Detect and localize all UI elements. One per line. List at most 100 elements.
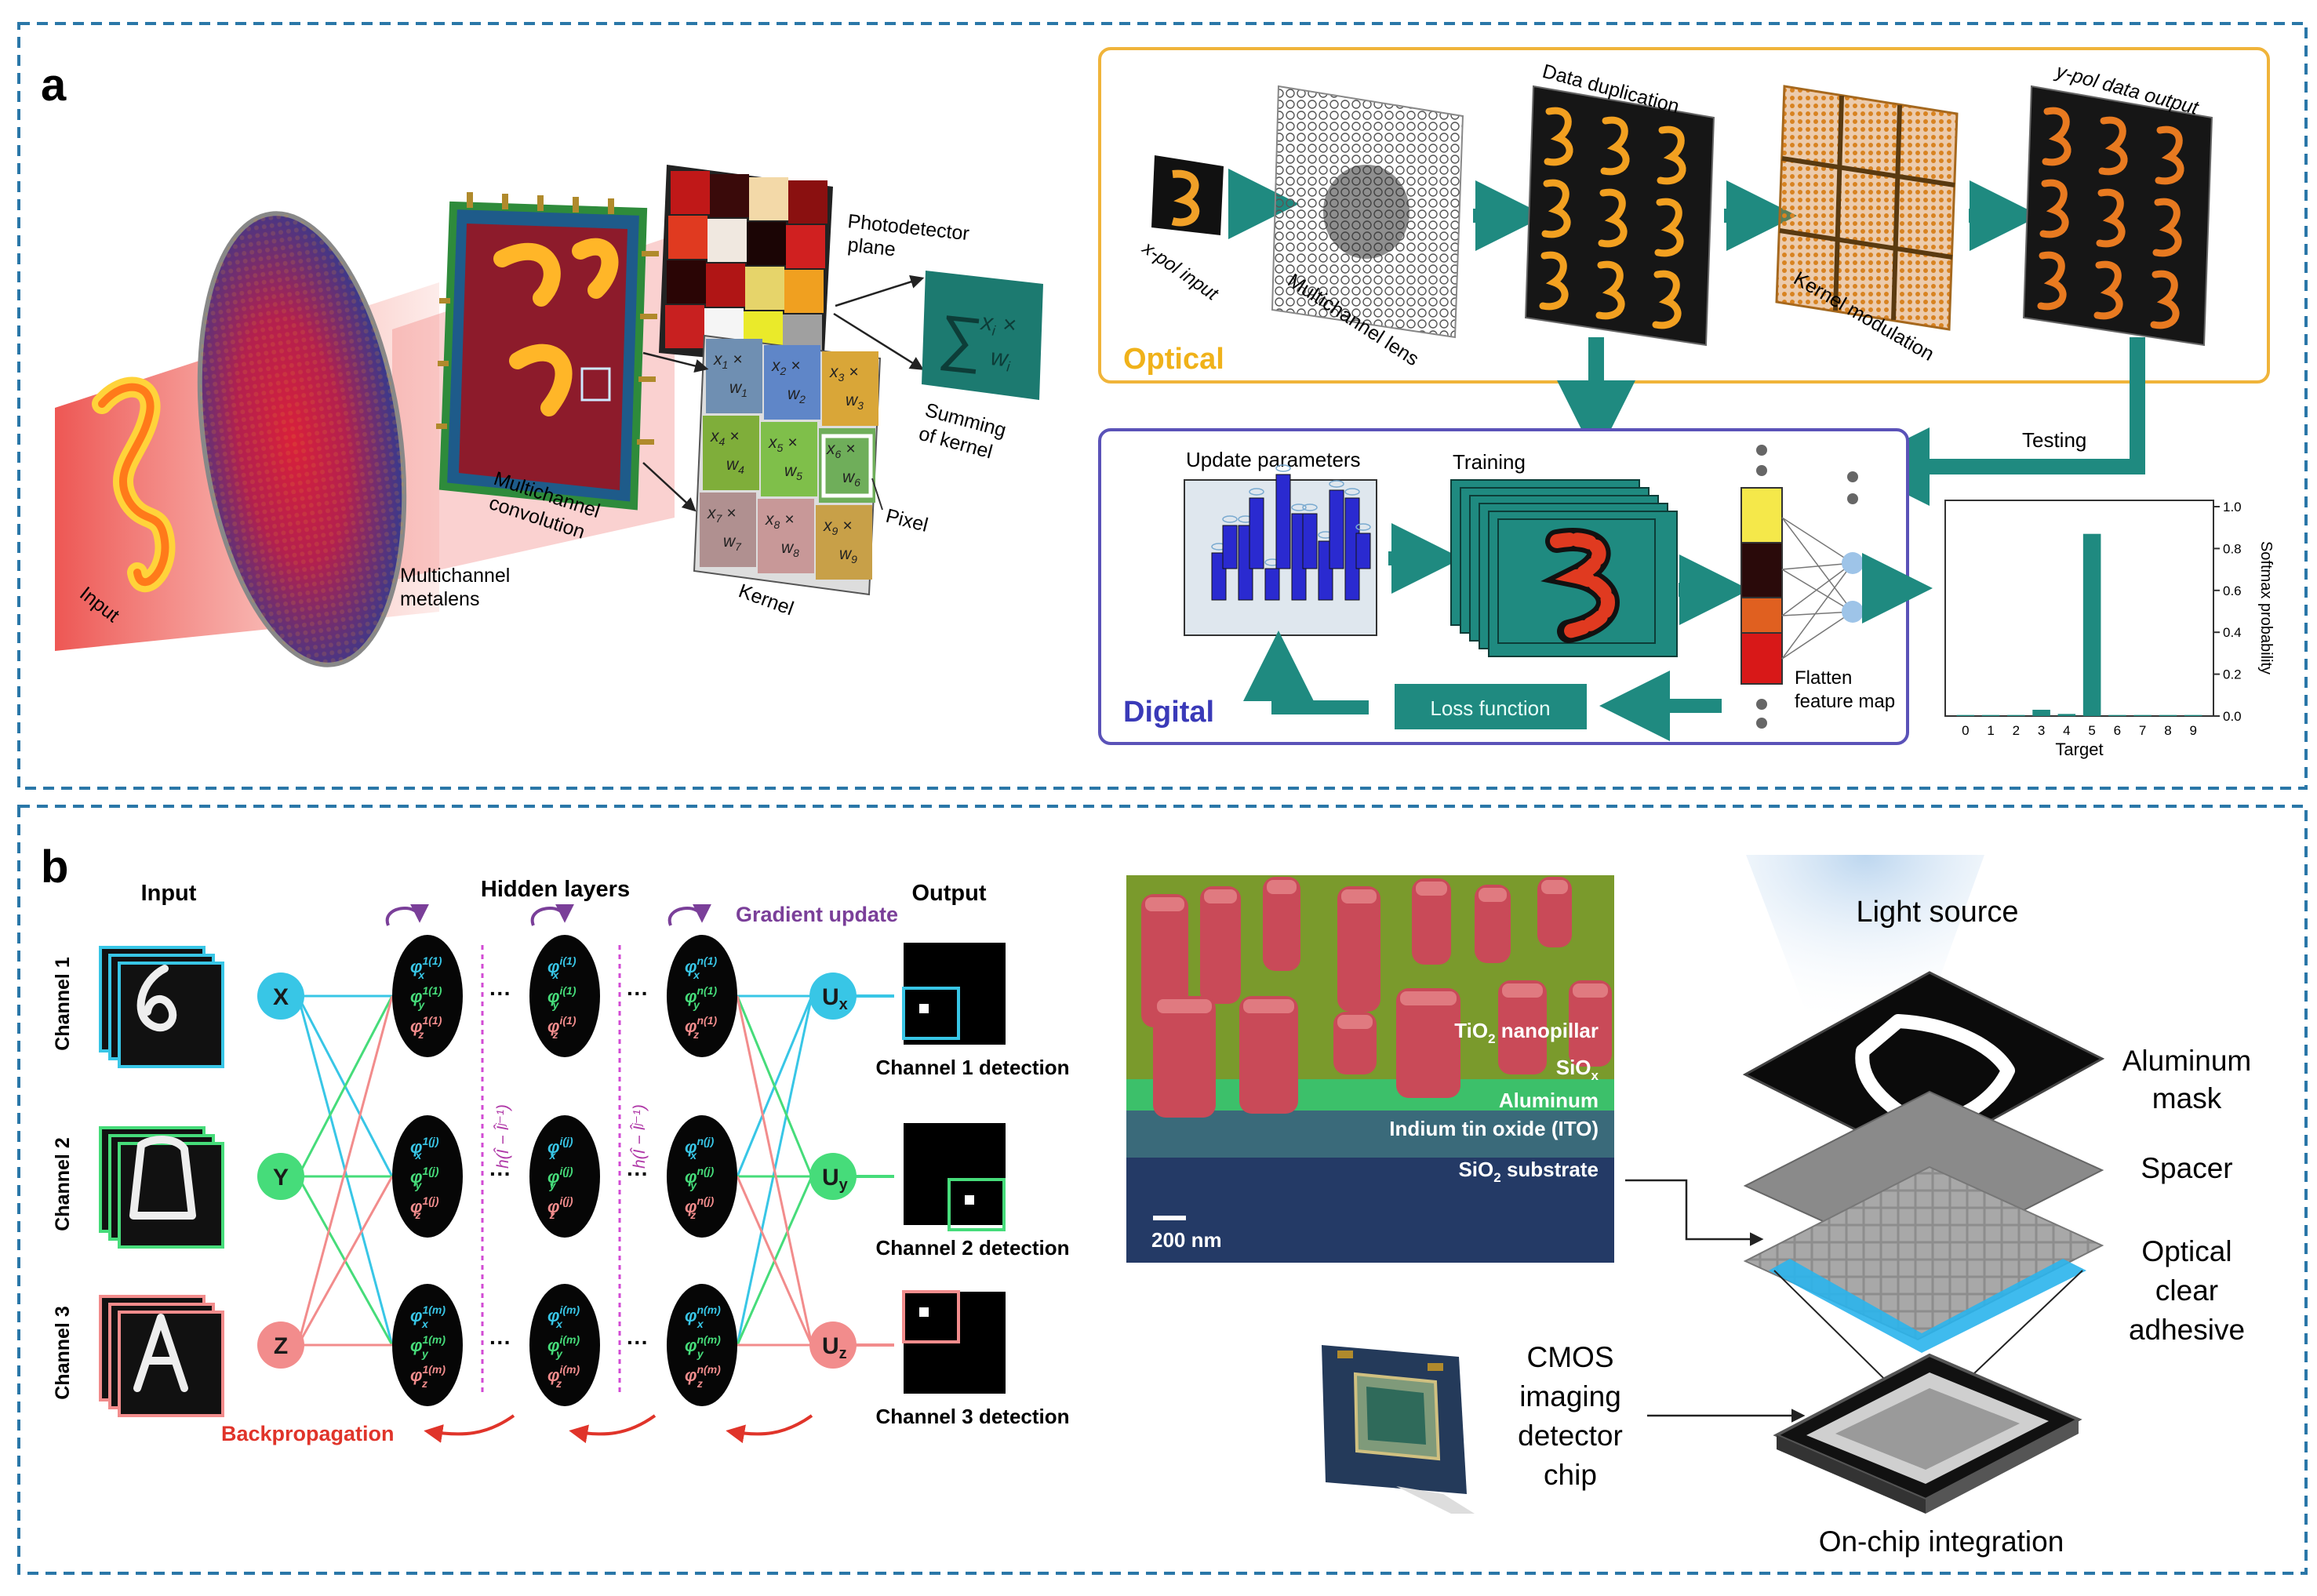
testing-label: Testing <box>2022 428 2086 452</box>
metalens-schematic: Input Multichannel metalens Multichannel… <box>55 165 1043 667</box>
output-node <box>809 973 857 1020</box>
input-node <box>257 1153 304 1200</box>
sem-substrate-label: SiO2 substrate <box>1458 1158 1599 1185</box>
digit-copy <box>2150 270 2180 329</box>
kernel-cell-x: x6 × <box>826 440 855 460</box>
kernel-grid <box>693 334 882 596</box>
adhesive-label-2: clear <box>2155 1274 2218 1307</box>
hidden-layer-node <box>529 1284 600 1406</box>
channel-label: Channel 1 <box>52 957 74 1051</box>
spacer-label: Spacer <box>2141 1152 2232 1184</box>
gradient-update-label: Gradient update <box>736 903 898 926</box>
network-output-title: Output <box>911 881 986 906</box>
loss-expression-2: h(Î − Îʲ⁻¹) <box>631 1104 649 1169</box>
scale-bar <box>1153 1216 1186 1220</box>
kernel-cell-w: w3 <box>846 391 864 412</box>
nanopillar-top <box>1341 889 1377 903</box>
detection-label: Channel 3 detection <box>875 1405 1069 1428</box>
hidden-node-phi: φi(j)x <box>547 1135 573 1162</box>
nanopillar-top <box>1157 999 1212 1013</box>
detection-window <box>902 1290 960 1343</box>
light-source-label: Light source <box>1856 896 2018 929</box>
hidden-layer-node <box>529 935 600 1057</box>
loss-function-label: Loss function <box>1430 696 1550 720</box>
hidden-layer-node <box>667 935 737 1057</box>
net-link <box>296 995 394 1177</box>
net-link <box>736 995 813 1177</box>
nanopillar-top <box>1145 897 1184 911</box>
kernel-cell-x: x7 × <box>707 504 736 525</box>
aluminum-mask-label-1: Aluminum <box>2122 1045 2252 1077</box>
digital-box: Digital Update parameters Training <box>1098 428 1933 745</box>
kernel-cell-x: x8 × <box>765 511 794 531</box>
summing-box <box>922 271 1043 400</box>
summing-formula-xi: xi × <box>978 309 1017 341</box>
cmos-label-3: detector <box>1518 1420 1623 1452</box>
adhesive-label-1: Optical <box>2141 1235 2232 1267</box>
flatten-label-1: Flatten <box>1795 667 1852 689</box>
nanopillar-top <box>1541 880 1568 894</box>
chart-xtick-label: 4 <box>2063 723 2070 738</box>
output-node-label: Uz <box>822 1333 847 1362</box>
chart-xtick-label: 0 <box>1962 723 1969 738</box>
photodetector-label-2: plane <box>846 234 897 260</box>
digit-copy <box>2037 251 2067 311</box>
digit-copy <box>1544 107 1573 166</box>
neural-network-diagram: Input Hidden layers Output Gradient upda… <box>52 877 1070 1445</box>
chip-pins <box>436 192 659 445</box>
digit-copy <box>2096 188 2126 248</box>
parameter-pillars <box>1211 464 1371 601</box>
chart-bar <box>1981 714 2000 716</box>
hidden-node-phi: φ1(m)y <box>410 1333 446 1360</box>
optical-label: Optical <box>1123 343 1224 376</box>
hidden-node-phi: φ1(1)z <box>410 1014 442 1041</box>
ellipsis: ··· <box>489 981 511 1005</box>
training-label: Training <box>1453 450 1526 474</box>
photodetector-plane <box>659 165 833 369</box>
kernel-cell-w: w1 <box>729 379 747 399</box>
kernel-cell-w: w8 <box>781 539 799 559</box>
digit-copy <box>2093 260 2123 320</box>
digit-copy <box>1595 260 1625 320</box>
kernel-cell-x: x3 × <box>829 363 858 384</box>
digit-copy <box>2042 107 2071 166</box>
nanopillar <box>1200 886 1241 1004</box>
cmos-photo <box>1322 1345 1475 1514</box>
nanopillar <box>1153 996 1216 1118</box>
kernel-cell-w: w4 <box>726 456 744 476</box>
channel-label: Channel 2 <box>52 1137 74 1231</box>
on-chip-label: On-chip integration <box>1819 1525 2064 1558</box>
digit-copy <box>2152 198 2182 257</box>
chart-bar <box>2032 709 2050 716</box>
net-link <box>736 1176 813 1346</box>
hidden-node-phi: φn(1)x <box>685 954 717 981</box>
update-parameters-label: Update parameters <box>1186 448 1361 471</box>
kernel-modulation-image <box>1775 85 1959 331</box>
chart-bar <box>2184 714 2202 716</box>
parameter-ring <box>1302 504 1318 511</box>
input-node-label: Y <box>273 1165 289 1191</box>
aluminum-mask-label-2: mask <box>2152 1082 2222 1114</box>
parameter-ring <box>1249 488 1264 496</box>
nanopillar-top <box>1573 983 1608 998</box>
chart-xtick-label: 2 <box>2013 723 2020 738</box>
ellipsis: ··· <box>489 1330 511 1354</box>
sem-ito-label: Indium tin oxide (ITO) <box>1389 1117 1599 1140</box>
net-link <box>736 995 813 1346</box>
chart-ytick-label: 1.0 <box>2223 500 2242 514</box>
hidden-node-phi: φ1(1)x <box>410 954 442 981</box>
nanopillar-top <box>1337 1015 1373 1029</box>
chart-ytick-label: 0.8 <box>2223 541 2242 556</box>
sem-aluminum-label: Aluminum <box>1499 1089 1599 1112</box>
kernel-cell-x: x5 × <box>768 434 797 454</box>
parameter-ring <box>1344 488 1360 496</box>
parameter-pillar <box>1329 489 1344 569</box>
chart-bar <box>2108 714 2126 716</box>
hidden-node-phi: φi(j)y <box>547 1165 573 1191</box>
digital-label: Digital <box>1123 696 1214 729</box>
parameter-ring <box>1222 515 1238 523</box>
chart-ytick-label: 0.0 <box>2223 709 2242 724</box>
input-glyph <box>133 1314 188 1392</box>
chart-xtick-label: 5 <box>2088 723 2095 738</box>
